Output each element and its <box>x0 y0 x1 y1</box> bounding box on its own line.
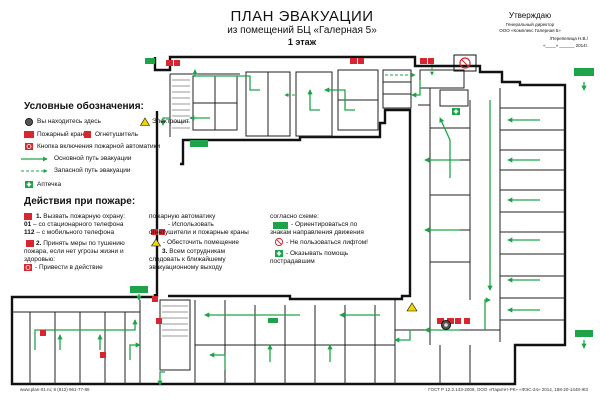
action-col3-line1: согласно схеме: <box>270 213 319 220</box>
action-3: 3. Всем сотрудникам <box>162 248 226 255</box>
action-col3-line4: - Не пользоваться лифтом! <box>286 239 368 246</box>
approval-date: «____» ______ 2014г. <box>543 43 588 48</box>
action-3-line3: эвакуационному выходу <box>149 264 223 271</box>
electric-panel-marker <box>406 302 418 312</box>
legend-alarm-button: Кнопка включения пожарной автоматики <box>37 143 161 150</box>
fire-equipment <box>40 58 470 358</box>
approval-position: Генеральный директор <box>505 22 555 27</box>
plan-title: ПЛАН ЭВАКУАЦИИ <box>230 8 374 25</box>
extinguisher-icon <box>84 131 91 138</box>
legend-spare-route: Запасной путь эвакуации <box>54 167 131 174</box>
main-evacuation-routes <box>34 69 540 386</box>
legend-heading: Условные обозначения: <box>24 101 144 112</box>
first-aid-marker <box>452 108 460 115</box>
action-1-mobile: 112 – с мобильного телефона <box>24 229 115 236</box>
legend-main-route: Основной путь эвакуации <box>54 155 132 162</box>
action-col2-line2: - Использовать <box>168 221 214 228</box>
legend-hydrant: Пожарный кран <box>37 131 85 138</box>
spare-evacuation-routes <box>284 62 434 97</box>
footer-contacts: www.plan-01.ru; 8 (812) 961-77-86 <box>20 387 90 392</box>
you-are-here-marker <box>441 320 451 330</box>
no-lift-icon <box>274 237 284 247</box>
electric-icon <box>139 117 151 126</box>
hydrant-icon <box>24 131 34 138</box>
plan-subtitle: из помещений БЦ «Галерная 5» <box>227 25 377 36</box>
action-col3-line6: пострадавшим <box>270 258 315 265</box>
action-col3-line2: - Ориентироваться по <box>291 221 358 228</box>
hydrant-icon <box>151 229 158 235</box>
exit-sign-icon <box>273 222 288 229</box>
action-2: 2. Принять меры по тушению <box>36 240 125 247</box>
action-col3-line3: знакам направления движения <box>270 229 364 236</box>
hydrant-icon <box>26 240 34 247</box>
action-1: 1. Вызвать пожарную охрану: <box>36 213 126 220</box>
action-2-line3: здоровью: <box>24 256 55 263</box>
legend-extinguisher: Огнетушитель <box>95 131 139 138</box>
exit-arrows <box>136 82 587 349</box>
alarm-button-icon <box>24 264 32 271</box>
action-col2-line3: огнетушители и пожарные краны <box>149 229 249 236</box>
outer-walls <box>10 55 567 386</box>
approval-signature: /Перепелица Н.В./ <box>549 36 588 41</box>
phone-icon <box>24 213 32 220</box>
legend-you-are-here: Вы находитесь здесь <box>37 118 101 125</box>
action-col2-line1: пожарную автоматику <box>149 213 216 220</box>
action-1-landline: 01 – со стационарного телефона <box>24 221 124 228</box>
actions-heading: Действия при пожаре: <box>24 196 136 207</box>
approval-heading: Утверждаю <box>508 11 552 20</box>
legend-first-aid: Аптечка <box>37 181 62 188</box>
no-lift-sign <box>453 54 477 72</box>
floor-label: 1 этаж <box>287 37 317 47</box>
action-col2-line4: - Обесточить помещение <box>163 239 240 246</box>
approval-org: ООО «Комплекс Галерная 5» <box>499 28 561 33</box>
exit-signs <box>130 58 594 337</box>
action-2-line2: пожара, если нет угрозы жизни и <box>24 248 124 255</box>
legend-electric: Электрощит <box>152 118 189 125</box>
actions-icons <box>24 213 288 271</box>
action-3-line2: следовать к ближайшему <box>149 256 226 263</box>
electric-icon <box>150 238 162 247</box>
action-2-line4: - Привести в действие <box>35 264 103 271</box>
alarm-button-icon <box>25 143 33 150</box>
legend-icons <box>21 117 151 188</box>
action-col3-line5: - Оказывать помощь <box>286 250 349 257</box>
footer-standard: ГОСТ Р 12.2.143-2009, ООО «Паритет-РК» «… <box>428 387 588 392</box>
extinguisher-icon <box>159 229 165 235</box>
interior-walls <box>12 69 565 384</box>
you-are-here-icon <box>24 118 33 127</box>
